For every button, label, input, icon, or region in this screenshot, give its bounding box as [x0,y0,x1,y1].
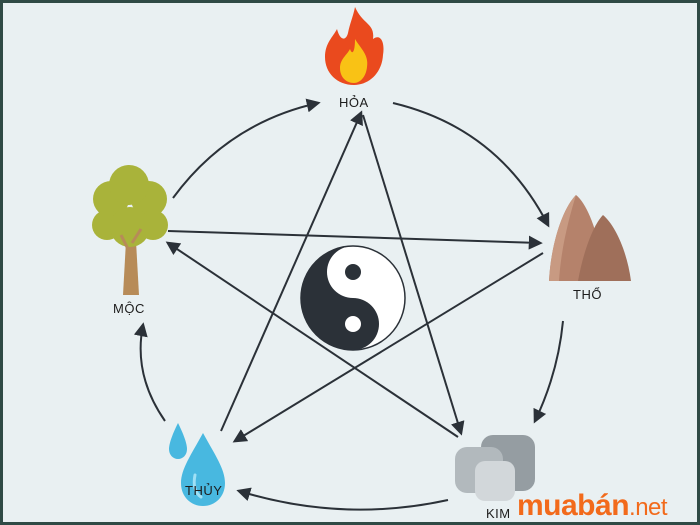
arrow-kim-to-thuy [236,487,449,511]
watermark-tld: .net [629,494,668,521]
metal-stones-icon [455,435,535,501]
arrow-moc-to-hoa [172,98,321,199]
label-thuy: THỦY [185,483,223,498]
fire-icon [325,7,384,85]
controlling-cycle [165,110,544,443]
label-moc: MỘC [113,301,145,316]
label-tho: THỔ [573,287,602,302]
arrow-tho-to-kim [533,320,564,424]
arrow-moc-to-tho [167,230,543,250]
tree-icon [92,165,168,295]
watermark-brand: muabán [517,489,630,522]
label-hoa: HỎA [339,95,369,110]
arrow-tho-to-thuy [232,252,544,443]
arrow-hoa-to-kim [362,114,465,436]
arrow-hoa-to-tho [392,102,550,228]
watermark-logo: muabán.net [517,489,668,522]
label-kim: KIM [486,506,511,521]
arrow-thuy-to-hoa [220,110,363,432]
yin-yang-icon [300,245,406,351]
wuxing-diagram [92,7,631,511]
generating-cycle [133,98,564,511]
water-drops-icon [169,423,225,506]
arrow-thuy-to-moc [133,322,166,422]
mountain-icon [549,195,631,281]
arrow-kim-to-moc [165,241,459,438]
